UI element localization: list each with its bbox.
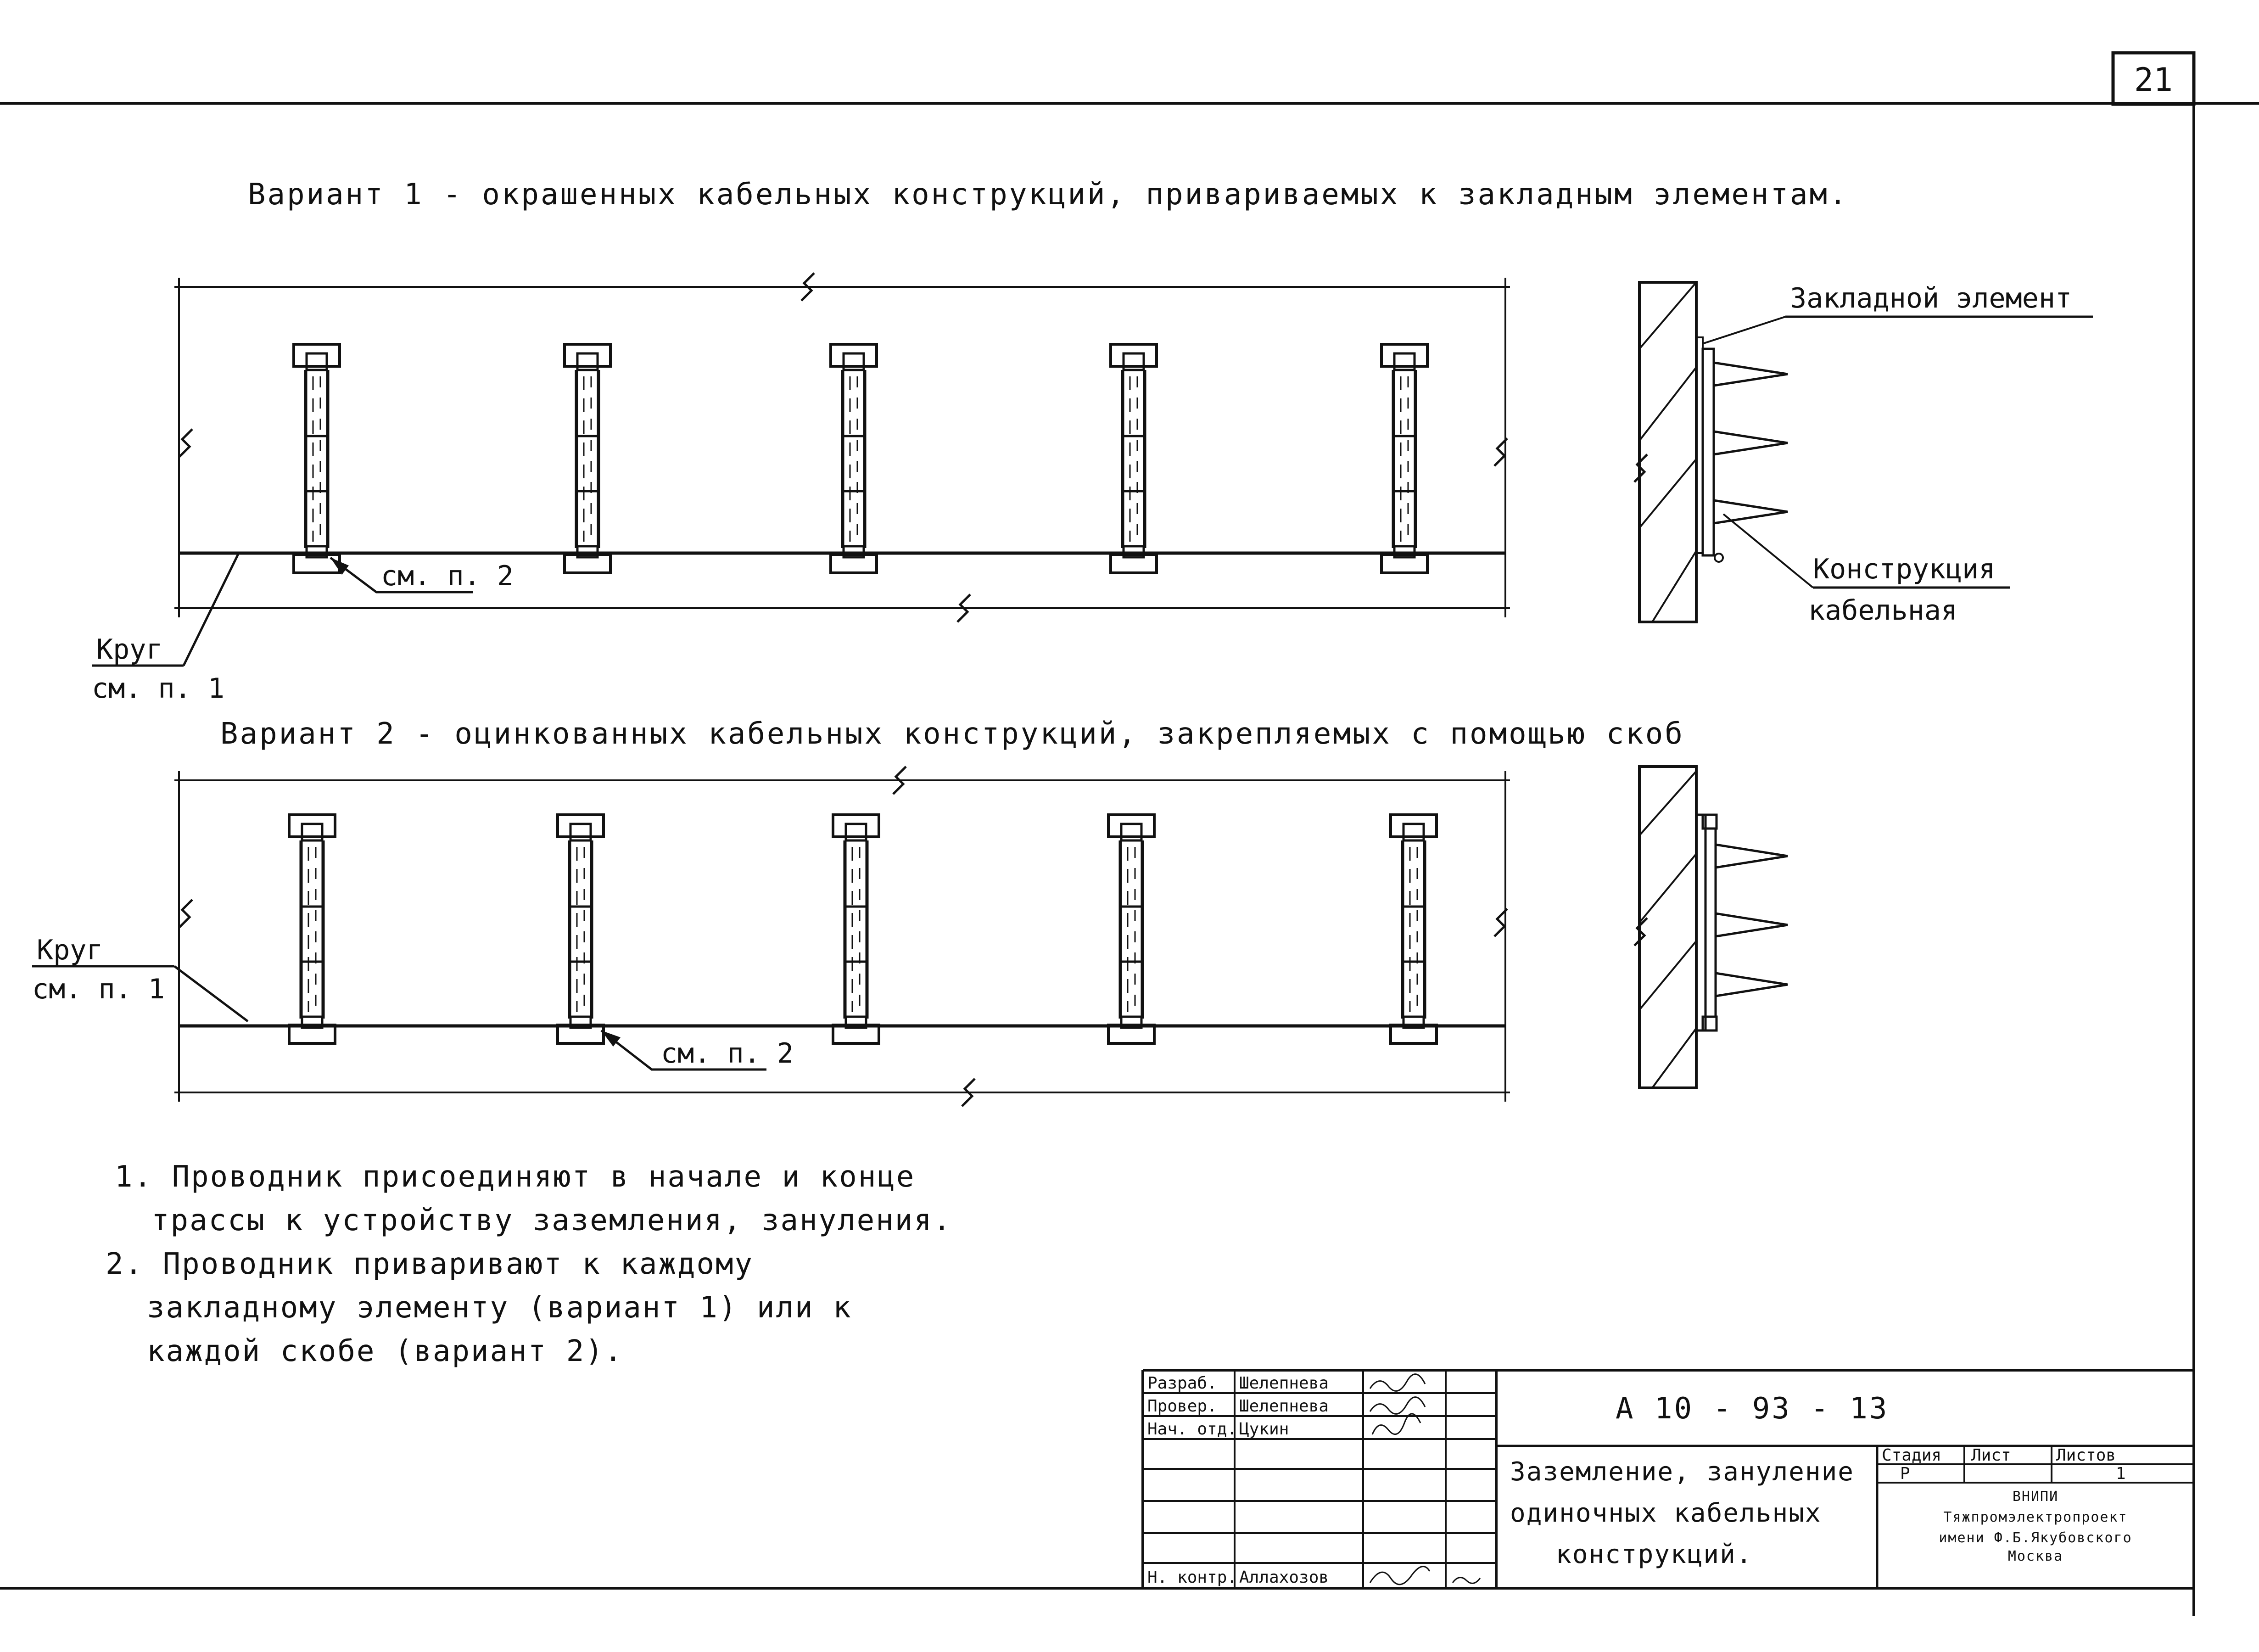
variant1-wire-note: см. п. 1	[92, 672, 224, 705]
org-line: Тяжпромэлектропроект	[1943, 1509, 2127, 1525]
variant2-callout-note: см. п. 2	[661, 1037, 794, 1070]
variant2-wire-note: см. п. 1	[32, 973, 165, 1005]
note-line: трассы к устройству заземления, занулени…	[151, 1204, 952, 1238]
variant1-title: Вариант 1 - окрашенных кабельных констру…	[248, 178, 1849, 212]
tb-name: Шелепнева	[1239, 1397, 1329, 1416]
note-line: закладному элементу (вариант 1) или к	[147, 1291, 852, 1325]
sheet-number: 21	[2134, 61, 2173, 99]
sheets-header: Листов	[2056, 1446, 2116, 1465]
note-line: 2. Проводник приваривают к каждому	[106, 1247, 754, 1281]
notes: 1. Проводник присоединяют в начале и кон…	[106, 1160, 952, 1368]
drawing-name-line: одиночных кабельных	[1510, 1498, 1822, 1528]
sheets-value: 1	[2116, 1464, 2126, 1483]
variant1-callout-note: см. п. 2	[381, 560, 514, 592]
tb-role: Провер.	[1147, 1397, 1217, 1416]
org-line: Москва	[2008, 1548, 2063, 1564]
sheet-number-box	[2111, 51, 2196, 106]
drawing-code: А 10 - 93 - 13	[1616, 1392, 1889, 1426]
tb-role: Разраб.	[1147, 1374, 1217, 1393]
section-structure-label-1: Конструкция	[1813, 553, 1995, 585]
org-line: имени Ф.Б.Якубовского	[1939, 1530, 2132, 1546]
stage-header: Стадия	[1882, 1446, 1941, 1465]
variant1-wire-label: Круг	[96, 633, 163, 666]
variant1-elevation: см. п. 2	[92, 273, 1510, 667]
title-block	[0, 1369, 2194, 1590]
variant2-title: Вариант 2 - оцинкованных кабельных конст…	[220, 717, 1684, 751]
note-line: каждой скобе (вариант 2).	[147, 1334, 623, 1368]
section-embedded-label: Закладной элемент	[1790, 282, 2072, 314]
org-line: ВНИПИ	[2013, 1489, 2058, 1505]
sheet-header: Лист	[1971, 1446, 2011, 1465]
signature-marks	[1369, 1373, 1481, 1585]
variant2-section-view	[1634, 765, 1788, 1089]
tb-role: Нач. отд.	[1147, 1420, 1237, 1439]
tb-name: Цукин	[1239, 1420, 1289, 1439]
tb-role: Н. контр.	[1147, 1568, 1237, 1587]
stage-value: Р	[1900, 1464, 1910, 1483]
structure-post	[1701, 347, 1715, 557]
tb-name: Шелепнева	[1239, 1374, 1329, 1393]
variant2-wire-label: Круг	[37, 934, 103, 966]
variant1-section-view	[1634, 281, 2093, 623]
variant2-elevation	[32, 767, 1510, 1106]
tb-name: Аллахозов	[1239, 1568, 1329, 1587]
drawing-name-line: Заземление, зануление	[1510, 1457, 1854, 1487]
note-line: 1. Проводник присоединяют в начале и кон…	[115, 1160, 915, 1194]
drawing-name-line: конструкций.	[1556, 1540, 1753, 1569]
section-structure-label-2: кабельная	[1808, 594, 1957, 627]
